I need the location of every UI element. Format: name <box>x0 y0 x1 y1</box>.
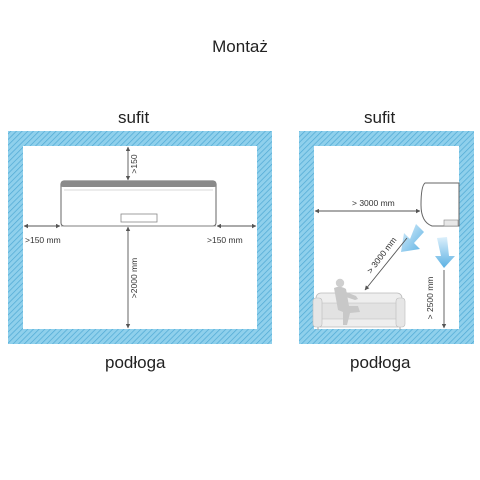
airflow-arrows <box>401 224 455 268</box>
dim-line-diagonal <box>364 237 408 291</box>
person-body <box>334 286 360 325</box>
dim-horizontal-label: > 3000 mm <box>352 198 395 208</box>
dimensions-right <box>314 208 447 329</box>
dim-vertical-label: > 2500 mm <box>425 277 435 320</box>
page-title: Montaż <box>212 37 268 56</box>
sofa-with-person <box>312 278 406 330</box>
ac-unit-left <box>60 180 217 227</box>
airflow-down <box>435 237 455 268</box>
ac-unit-right <box>420 182 460 227</box>
floor-label-left: podłoga <box>105 353 166 372</box>
dim-top-label: >150 <box>129 154 139 173</box>
floor-label-right: podłoga <box>350 353 411 372</box>
ceiling-label-left: sufit <box>118 108 150 127</box>
airflow-diagonal <box>401 224 424 252</box>
ceiling-label-right: sufit <box>364 108 396 127</box>
dim-left-label: >150 mm <box>25 235 61 245</box>
person-head <box>335 278 345 288</box>
dim-down-label: >2000 mm <box>129 258 139 298</box>
dimensions-left <box>23 146 257 329</box>
dim-right-label: >150 mm <box>207 235 243 245</box>
